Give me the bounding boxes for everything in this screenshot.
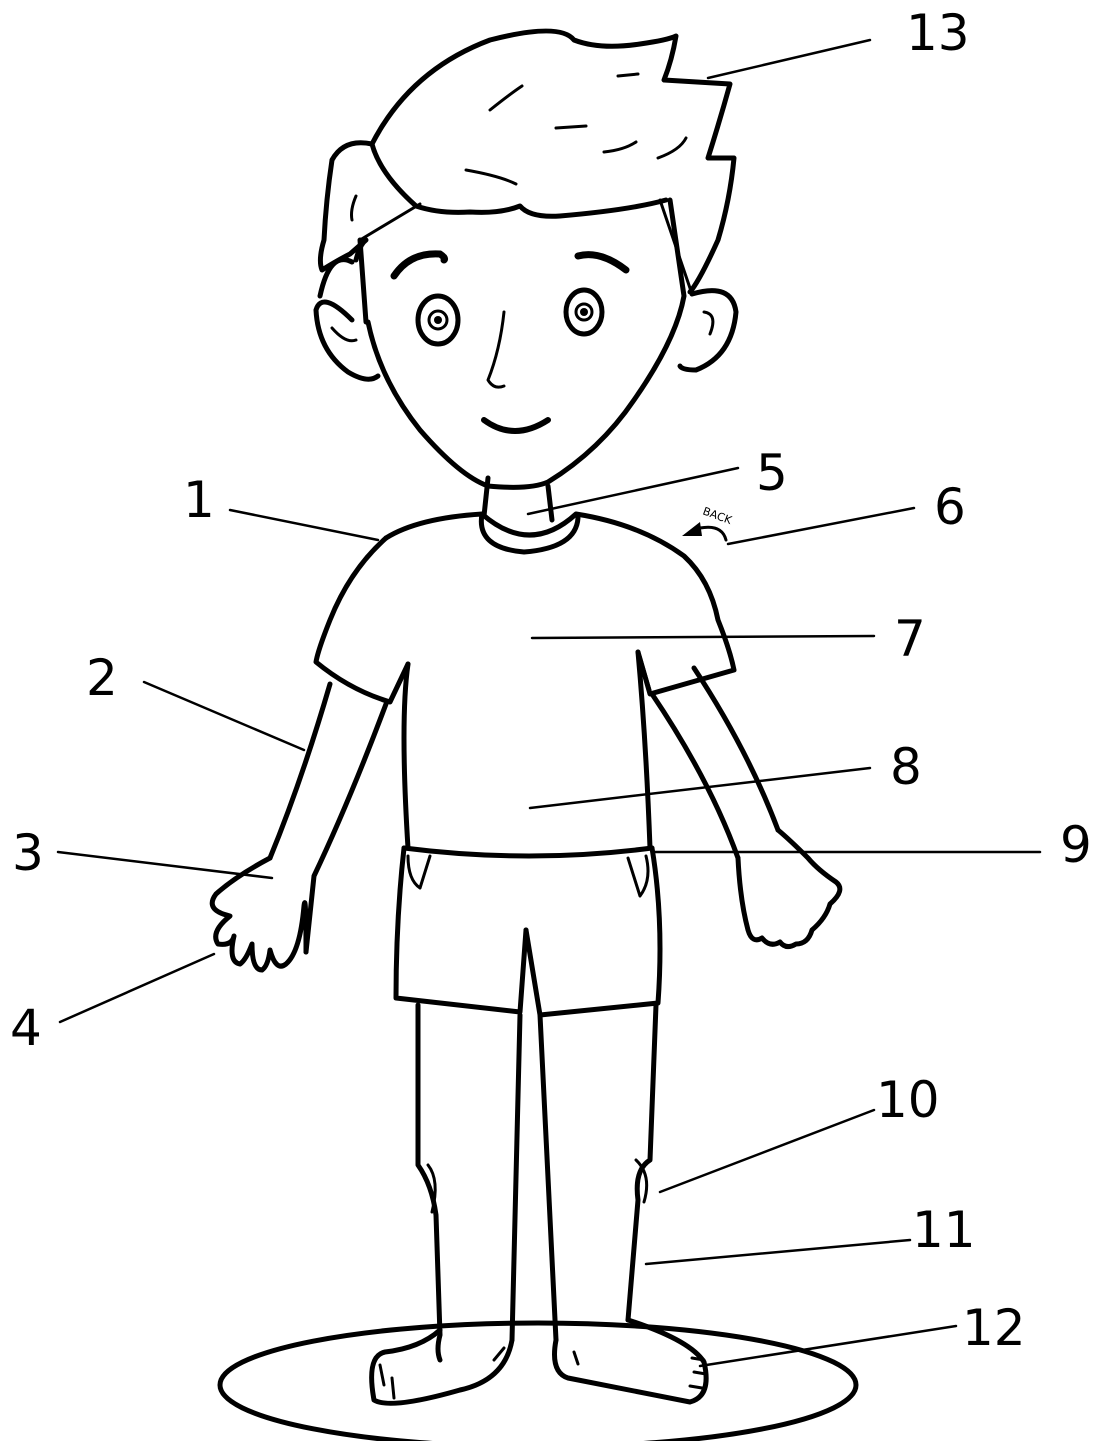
label-6: 6 [934,478,966,536]
label-9: 9 [1060,816,1092,874]
legs [418,1005,656,1360]
back-arrow [700,527,726,540]
leader-4 [60,954,214,1022]
label-7: 7 [894,610,926,668]
back-arrow-head [682,522,702,536]
label-8: 8 [890,738,922,796]
arms [270,668,778,952]
head [316,31,736,487]
back-label: BACK [701,505,734,528]
label-5: 5 [756,444,788,502]
leader-3 [58,852,272,878]
t-shirt [316,514,734,848]
label-11: 11 [912,1201,976,1259]
number-labels: 1 2 3 4 5 6 7 8 9 10 11 12 13 [10,4,1092,1357]
label-1: 1 [183,471,215,529]
shorts [396,848,660,1015]
leader-2 [144,682,304,750]
leader-13 [708,40,870,78]
back-annotation: BACK [682,505,734,540]
ground-ellipse [220,1323,856,1441]
leader-7 [532,636,874,638]
label-10: 10 [876,1071,940,1129]
label-4: 4 [10,999,42,1057]
label-12: 12 [962,1299,1026,1357]
leader-1 [230,510,378,540]
leader-10 [660,1110,874,1192]
feet [372,1320,707,1403]
leader-6 [728,508,914,544]
label-2: 2 [86,649,118,707]
boy-figure [212,31,840,1403]
leader-11 [646,1240,910,1264]
label-13: 13 [906,4,970,62]
label-3: 3 [12,824,44,882]
